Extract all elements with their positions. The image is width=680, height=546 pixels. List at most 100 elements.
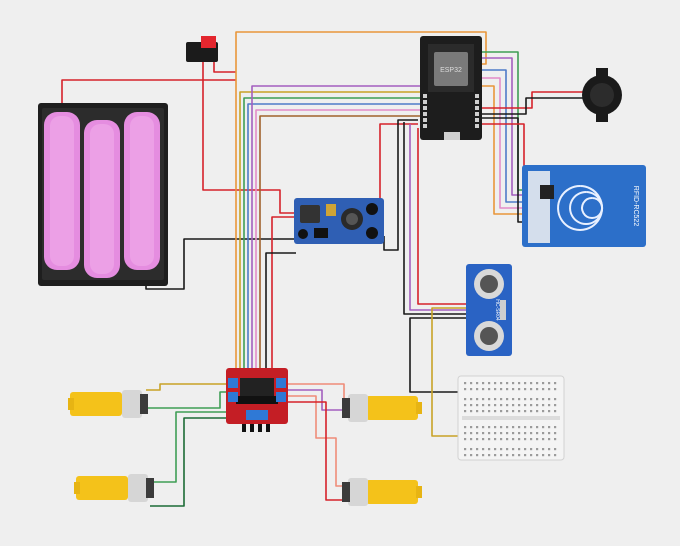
breadboard-hole [548, 398, 551, 401]
wire-rfid-5 [482, 85, 528, 215]
breadboard-hole [548, 454, 551, 457]
breadboard-hole [512, 382, 515, 385]
breadboard-hole [482, 438, 485, 441]
breadboard-hole [488, 404, 491, 407]
wire-battery-ground [145, 229, 297, 290]
battery-pack [38, 103, 168, 286]
breadboard-hole [524, 426, 527, 429]
breadboard-hole [542, 410, 545, 413]
wire-control-6 [259, 115, 420, 372]
breadboard-hole [530, 382, 533, 385]
wire-rfid-1 [482, 51, 528, 191]
breadboard-hole [488, 398, 491, 401]
breadboard-hole [482, 382, 485, 385]
breadboard-hole [554, 438, 557, 441]
breadboard-hole [464, 438, 467, 441]
breadboard-hole [518, 388, 521, 391]
breadboard-hole [494, 398, 497, 401]
breadboard-hole [536, 432, 539, 435]
breadboard-hole [524, 448, 527, 451]
breadboard-hole [488, 426, 491, 429]
breadboard-hole [536, 404, 539, 407]
breadboard-hole [524, 398, 527, 401]
breadboard-hole [512, 448, 515, 451]
breadboard-hole [554, 404, 557, 407]
breadboard-hole [554, 410, 557, 413]
breadboard-hole [482, 454, 485, 457]
breadboard-hole [548, 404, 551, 407]
wire-ultrasonic-echo [403, 122, 466, 315]
breadboard-hole [554, 382, 557, 385]
wire-buck-out-positive [379, 123, 418, 205]
breadboard-hole [476, 454, 479, 457]
battery-cell [124, 112, 160, 270]
breadboard-hole [536, 454, 539, 457]
breadboard-hole [494, 426, 497, 429]
ultrasonic-sensor: HC-SR04 [466, 264, 512, 356]
breadboard-hole [464, 454, 467, 457]
breadboard-hole [548, 382, 551, 385]
breadboard-hole [506, 388, 509, 391]
breadboard-hole [476, 432, 479, 435]
wire-control-2 [243, 97, 420, 372]
wire-ultrasonic-vcc [417, 128, 466, 305]
breadboard-hole [530, 438, 533, 441]
breadboard-hole [542, 454, 545, 457]
breadboard-hole [470, 398, 473, 401]
wire-motor-fr-1 [286, 383, 345, 402]
buzzer [582, 68, 622, 122]
breadboard-hole [518, 426, 521, 429]
breadboard-hole [554, 398, 557, 401]
rfid-reader: RFID-RC522 [522, 165, 646, 247]
esp32-chip-text: ESP32 [440, 67, 462, 74]
breadboard-hole [500, 432, 503, 435]
wire-switch-feed [213, 60, 236, 73]
wire-ultrasonic-gnd [409, 317, 468, 393]
breadboard-hole [494, 432, 497, 435]
battery-cell [84, 120, 120, 278]
breadboard-hole [470, 404, 473, 407]
wire-control-3 [247, 103, 420, 372]
breadboard-hole [500, 410, 503, 413]
wire-motor-rl-1 [148, 411, 226, 483]
breadboard-hole [494, 404, 497, 407]
breadboard-holes [464, 382, 557, 457]
wire-battery-positive [61, 79, 236, 112]
breadboard-hole [482, 388, 485, 391]
esp32-board: ESP32 [420, 36, 482, 140]
wire-rfid-2 [482, 57, 528, 196]
l298n-motor-driver [226, 368, 288, 432]
breadboard-hole [512, 432, 515, 435]
breadboard-hole [518, 438, 521, 441]
breadboard-hole [512, 438, 515, 441]
breadboard-hole [500, 454, 503, 457]
breadboard-hole [488, 454, 491, 457]
breadboard-hole [506, 398, 509, 401]
breadboard-hole [518, 432, 521, 435]
breadboard-hole [506, 410, 509, 413]
breadboard-hole [512, 426, 515, 429]
breadboard-hole [530, 404, 533, 407]
wire-buck-to-driver-red [271, 216, 296, 372]
breadboard-hole [470, 410, 473, 413]
breadboard-hole [500, 398, 503, 401]
breadboard-hole [554, 426, 557, 429]
breadboard-hole [488, 382, 491, 385]
power-switch [186, 36, 218, 62]
breadboard-hole [500, 382, 503, 385]
breadboard-hole [500, 448, 503, 451]
breadboard-hole [470, 448, 473, 451]
breadboard-hole [530, 410, 533, 413]
breadboard-hole [542, 398, 545, 401]
wire-motor-rl-2 [150, 417, 226, 507]
breadboard-hole [494, 382, 497, 385]
breadboard-hole [494, 438, 497, 441]
breadboard-hole [494, 410, 497, 413]
breadboard-hole [524, 410, 527, 413]
breadboard-hole [554, 432, 557, 435]
wire-control-1 [239, 91, 420, 372]
breadboard-hole [476, 382, 479, 385]
breadboard-hole [542, 426, 545, 429]
breadboard-hole [536, 410, 539, 413]
breadboard-hole [470, 388, 473, 391]
